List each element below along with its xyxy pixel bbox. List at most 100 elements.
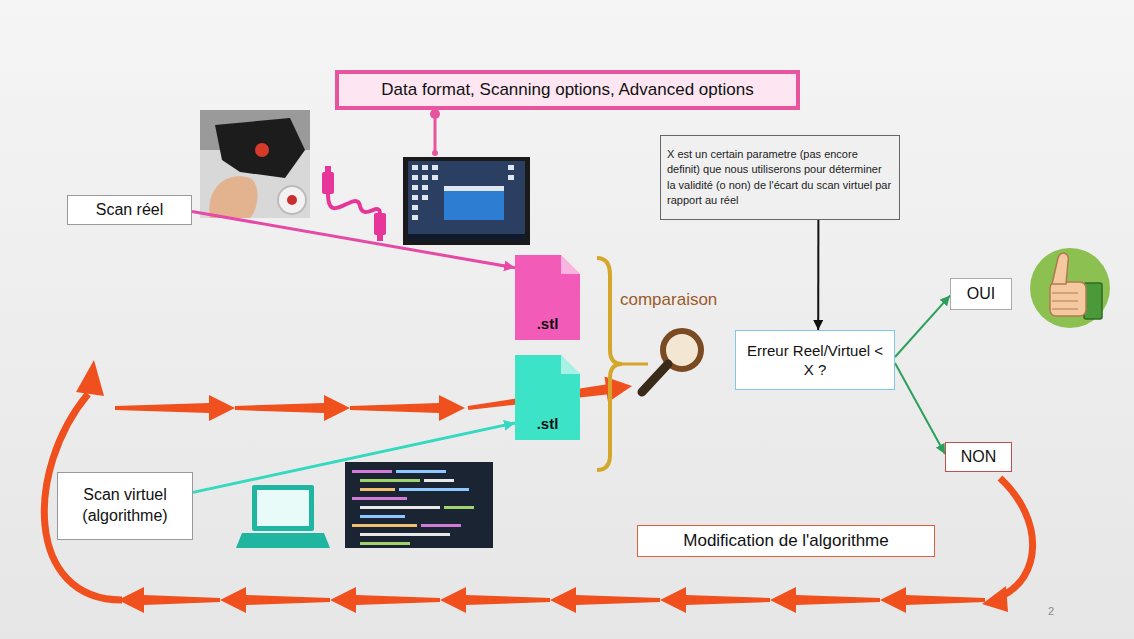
usb-cable-icon [374, 213, 386, 235]
loop-arrow [770, 587, 880, 613]
usb-cable-icon [322, 166, 386, 241]
scanner-photo [200, 110, 310, 218]
code-screenshot [424, 479, 454, 482]
scan-arrow [193, 423, 515, 492]
code-screenshot [352, 470, 392, 473]
screen-photo [432, 165, 438, 170]
scanner-photo [215, 118, 305, 178]
loop-arrow [115, 395, 235, 421]
scanner-photo [255, 143, 269, 157]
screen-photo [422, 195, 428, 200]
laptop-icon [236, 485, 330, 548]
screen-photo [444, 186, 504, 220]
screen-photo [422, 165, 428, 170]
screen-photo [422, 175, 428, 180]
loop-arrow [660, 587, 770, 613]
node-text: Scan virtuel (algorithme) [64, 485, 186, 527]
laptop-icon [236, 533, 330, 548]
code-screenshot [360, 515, 405, 518]
scanner-photo [287, 195, 297, 205]
leader-dot [432, 150, 438, 156]
loop-arrowhead [982, 586, 1008, 612]
code-screenshot [360, 488, 395, 491]
node-text: Data format, Scanning options, Advanced … [381, 80, 753, 100]
node-text: .stl [537, 415, 559, 432]
scanner-photo [278, 186, 306, 214]
screen-photo [408, 234, 525, 241]
thumbs-up-icon [1052, 309, 1078, 310]
node-text: Modification de l'algorithme [683, 531, 888, 551]
screen-photo [403, 157, 530, 245]
screen-photo [432, 175, 438, 180]
thumbs-up-icon [1030, 248, 1110, 328]
file-icon: .stl [515, 355, 580, 440]
code-screenshot [360, 506, 440, 509]
file-icon: .stl [515, 255, 580, 340]
note-box: X est un certain parametre (pas encore d… [660, 135, 900, 220]
scanner-photo [200, 110, 310, 218]
bracket-leader [622, 363, 648, 366]
usb-cable-icon [377, 234, 383, 241]
screen-photo [412, 195, 418, 200]
loop-arrow [118, 587, 220, 613]
process-box: Scan virtuel (algorithme) [57, 472, 193, 540]
code-screenshot [360, 533, 450, 536]
note-arrow [817, 220, 819, 330]
screen-photo [422, 185, 428, 190]
thumbs-up-icon [1052, 253, 1068, 284]
decision-box: Erreur Reel/Virtuel < X ? [735, 330, 895, 390]
bracket [597, 258, 622, 470]
loop-arrow [350, 395, 465, 421]
loop-arrow [550, 587, 660, 613]
code-screenshot [345, 462, 493, 548]
decision-arrow [895, 296, 950, 357]
code-screenshot [421, 524, 461, 527]
options-box: Data format, Scanning options, Advanced … [335, 70, 800, 110]
loop-arrowhead [76, 360, 104, 396]
thumbs-up-icon [1050, 282, 1086, 316]
screen-photo [412, 205, 418, 210]
code-screenshot [352, 497, 407, 500]
action-box: Modification de l'algorithme [637, 525, 935, 557]
thumbs-up-icon [1030, 248, 1110, 328]
magnifier-icon [642, 364, 668, 392]
result-box: NON [945, 442, 1012, 472]
screen-photo [508, 175, 514, 180]
node-text: .stl [537, 315, 559, 332]
screen-photo [508, 165, 514, 170]
thumbs-up-icon [1052, 301, 1078, 302]
code-screenshot [444, 506, 474, 509]
code-screenshot [352, 524, 417, 527]
node-text: X est un certain parametre (pas encore d… [667, 147, 893, 209]
loop-arrow [330, 587, 440, 613]
file-fold [561, 255, 580, 274]
screen-photo [412, 175, 418, 180]
loop-arrow [440, 587, 550, 613]
node-text: Scan réel [96, 201, 164, 219]
scan-arrow [192, 212, 515, 268]
file-body [515, 355, 580, 440]
decision-arrow [895, 363, 945, 454]
laptop-icon [257, 490, 309, 526]
screen-photo [412, 165, 514, 220]
loop-arrow [880, 587, 985, 613]
loop-arrow [220, 587, 330, 613]
comparison-label: comparaison [620, 290, 717, 310]
usb-cable-icon [328, 194, 380, 214]
screen-photo [412, 165, 418, 170]
scanner-photo [209, 176, 257, 218]
process-box: Scan réel [67, 195, 192, 225]
screen-photo [408, 161, 525, 241]
loop-arrow [235, 395, 350, 421]
file-fold [561, 355, 580, 374]
usb-cable-icon [325, 166, 331, 173]
leader-line [434, 114, 437, 152]
node-text: OUI [967, 285, 995, 303]
code-screenshot [360, 479, 420, 482]
screen-photo [412, 215, 418, 220]
screen-photo [444, 186, 504, 191]
node-text: Erreur Reel/Virtuel < X ? [744, 341, 886, 380]
screen-photo [403, 157, 530, 245]
code-screenshot [345, 462, 493, 548]
usb-cable-icon [322, 172, 334, 194]
